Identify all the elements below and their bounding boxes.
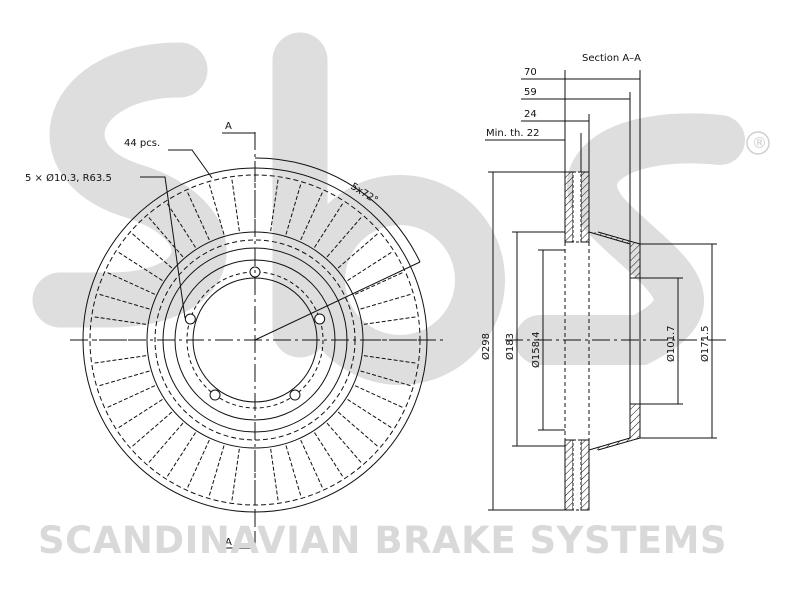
- vane-line: [363, 316, 417, 325]
- angle-arc: [254, 157, 421, 263]
- outer-plate-lower: [564, 439, 574, 511]
- vane-line: [360, 370, 412, 387]
- dim-171: Ø171.5: [699, 326, 711, 363]
- vane-line: [231, 178, 240, 232]
- section-mark-top: A: [225, 121, 232, 132]
- dim-59: 59: [524, 87, 537, 98]
- vane-line: [98, 293, 150, 310]
- bolt-hole: [289, 389, 301, 401]
- vane-line: [117, 399, 163, 429]
- vane-line: [300, 191, 324, 241]
- vane-line: [166, 202, 196, 248]
- holes-leader: [140, 176, 186, 319]
- cooling-vanes: [92, 177, 418, 503]
- outer-plate-upper: [564, 171, 574, 243]
- registered-circle: [746, 131, 770, 155]
- disc-front-view: [70, 132, 445, 549]
- section-arrow-bottom: [222, 532, 256, 549]
- vane-line: [326, 422, 363, 464]
- vane-line: [131, 232, 173, 269]
- vane-line: [147, 216, 184, 258]
- vane-line: [231, 448, 240, 502]
- vane-line: [106, 271, 156, 295]
- dim-158: Ø158.4: [530, 332, 542, 369]
- vane-line: [93, 355, 147, 364]
- vane-line: [314, 202, 344, 248]
- vane-line: [337, 411, 379, 448]
- vane-line: [360, 293, 412, 310]
- vane-line: [147, 422, 184, 464]
- vane-line: [166, 432, 196, 478]
- bolt-holes: [184, 266, 326, 401]
- vane-line: [285, 183, 302, 235]
- watermark-company: SCANDINAVIAN BRAKE SYSTEMS: [38, 519, 727, 562]
- section-arrow-top: [222, 132, 256, 150]
- vane-line: [337, 232, 379, 269]
- vane-line: [93, 316, 147, 325]
- vane-line: [106, 385, 156, 409]
- vane-line: [363, 355, 417, 364]
- bolt-hole: [209, 389, 221, 401]
- dim-298: Ø298: [480, 333, 492, 360]
- hat-wall-upper: [588, 231, 641, 279]
- vane-line: [347, 251, 393, 281]
- angle-ray: [254, 261, 421, 341]
- vanes-count-label: 44 pcs.: [124, 138, 160, 149]
- vane-line: [326, 216, 363, 258]
- dim-70: 70: [524, 67, 537, 78]
- registered-mark: ®: [752, 134, 767, 152]
- bolt-holes-label: 5 × Ø10.3, R63.5: [25, 172, 112, 184]
- bolt-hole: [184, 313, 196, 325]
- vane-line: [270, 448, 279, 502]
- sbs-watermark-logo: [32, 32, 745, 385]
- disc-section-view: [485, 70, 730, 511]
- inner-plate-lower: [580, 439, 590, 511]
- vane-line: [208, 445, 225, 497]
- vane-line: [208, 183, 225, 235]
- vanes-leader: [168, 149, 213, 179]
- vane-line: [131, 411, 173, 448]
- vane-line: [98, 370, 150, 387]
- vane-line: [314, 432, 344, 478]
- dim-101: Ø101.7: [665, 326, 677, 363]
- vane-line: [354, 385, 404, 409]
- vane-line: [300, 439, 324, 489]
- inner-plate-upper: [580, 171, 590, 243]
- dim-183: Ø183: [504, 333, 516, 360]
- section-mark-bottom: A: [225, 537, 232, 548]
- vane-line: [186, 191, 210, 241]
- vane-line: [354, 271, 404, 295]
- bolt-hole: [314, 313, 326, 325]
- vane-line: [270, 178, 279, 232]
- vane-gap-lower: [572, 439, 582, 511]
- hat-wall-lower: [588, 403, 641, 451]
- vane-line: [117, 251, 163, 281]
- vane-line: [285, 445, 302, 497]
- dim-24: 24: [524, 109, 537, 120]
- section-title: Section A–A: [582, 53, 641, 64]
- vane-gap-upper: [572, 171, 582, 243]
- dim-min-thickness: Min. th. 22: [486, 128, 539, 139]
- vane-line: [186, 439, 210, 489]
- vane-line: [347, 399, 393, 429]
